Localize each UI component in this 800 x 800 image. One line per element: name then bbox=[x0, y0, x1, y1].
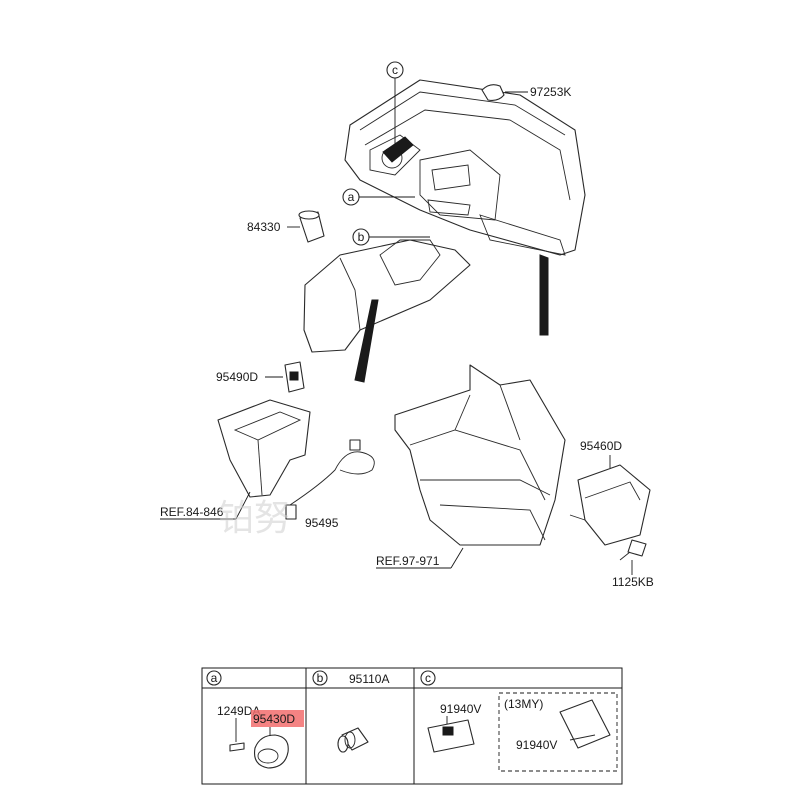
svg-text:1249DA: 1249DA bbox=[217, 704, 260, 718]
detail-cell-b[interactable]: b 95110A bbox=[312, 670, 389, 753]
svg-text:95495: 95495 bbox=[305, 516, 339, 530]
svg-text:91940V: 91940V bbox=[516, 738, 557, 752]
part-97253k[interactable]: 97253K bbox=[481, 84, 571, 101]
detail-cell-a[interactable]: a 1249DA 95430D bbox=[206, 670, 304, 769]
svg-text:84330: 84330 bbox=[247, 220, 281, 234]
svg-text:b: b bbox=[317, 671, 324, 685]
part-ref84-846[interactable]: REF.84-846 bbox=[160, 399, 311, 520]
svg-text:a: a bbox=[348, 190, 355, 204]
svg-text:91940V: 91940V bbox=[440, 702, 481, 716]
dashboard-assembly bbox=[303, 79, 586, 383]
svg-text:a: a bbox=[211, 671, 218, 685]
svg-text:b: b bbox=[358, 230, 365, 244]
svg-text:95110A: 95110A bbox=[349, 672, 389, 686]
callout-b[interactable]: b bbox=[352, 228, 430, 246]
part-ref97-971[interactable]: REF.97-971 bbox=[376, 364, 566, 569]
svg-text:95490D: 95490D bbox=[216, 370, 258, 384]
svg-text:97253K: 97253K bbox=[530, 85, 571, 99]
part-84330[interactable]: 84330 bbox=[247, 210, 325, 243]
detail-cell-c[interactable]: c 91940V (13MY) 91940V bbox=[420, 670, 618, 772]
part-95460d[interactable]: 95460D bbox=[569, 439, 651, 546]
svg-text:95460D: 95460D bbox=[580, 439, 622, 453]
part-1125kb[interactable]: 1125KB bbox=[612, 539, 654, 589]
svg-text:REF.97-971: REF.97-971 bbox=[376, 554, 440, 568]
svg-text:1125KB: 1125KB bbox=[612, 575, 654, 589]
watermark: 铂努 bbox=[218, 498, 290, 539]
svg-text:REF.84-846: REF.84-846 bbox=[160, 505, 224, 519]
svg-text:95430D: 95430D bbox=[253, 712, 295, 726]
part-95490d[interactable]: 95490D bbox=[216, 361, 305, 393]
svg-text:c: c bbox=[425, 671, 431, 685]
svg-text:c: c bbox=[392, 63, 398, 77]
part-95495[interactable]: 95495 bbox=[285, 439, 375, 530]
callout-a[interactable]: a bbox=[342, 188, 415, 206]
svg-text:(13MY): (13MY) bbox=[504, 697, 543, 711]
callout-c[interactable]: c bbox=[386, 61, 404, 148]
highlight-95430d bbox=[251, 710, 304, 727]
